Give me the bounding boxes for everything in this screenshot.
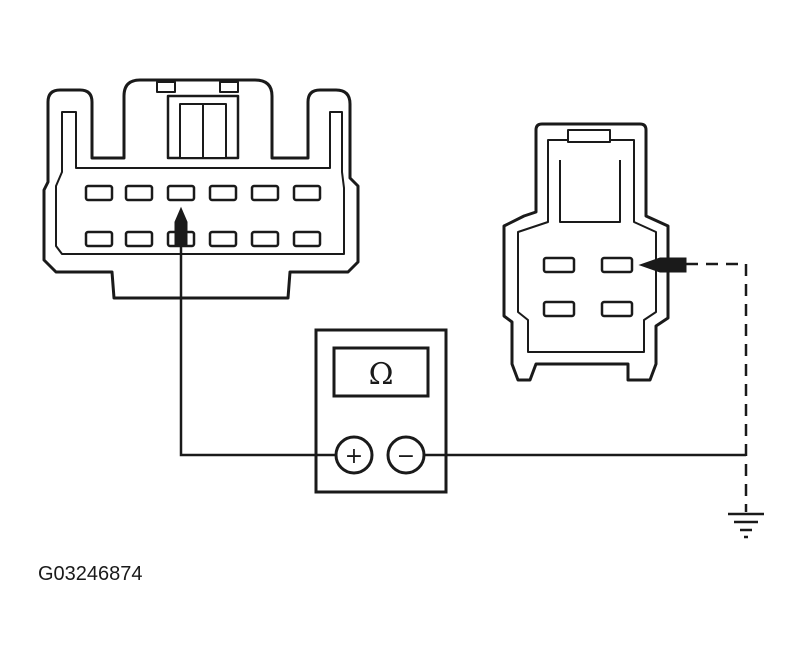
dashed-jumper-lead — [686, 262, 748, 512]
right-connector-latch-slot — [567, 129, 611, 143]
left-connector-latch-slot-2 — [219, 81, 239, 93]
right-connector-inner-outline — [517, 139, 657, 353]
ohmmeter-plus-label: + — [345, 444, 363, 469]
probe-tip-icon — [638, 257, 687, 273]
pin — [166, 184, 196, 202]
pin — [600, 300, 634, 318]
figure-id: G03246874 — [38, 563, 143, 585]
test-leads — [179, 244, 748, 512]
left-connector-inner-outline — [55, 111, 345, 255]
left-connector — [42, 78, 360, 300]
pin — [124, 230, 154, 248]
ohmmeter: Ω + − — [314, 328, 448, 494]
pin — [292, 184, 322, 202]
right-connector — [502, 122, 670, 382]
ohmmeter-display — [332, 346, 430, 398]
pin — [600, 256, 634, 274]
pin — [124, 184, 154, 202]
pin — [84, 230, 114, 248]
left-connector-housing — [42, 78, 360, 300]
ohmmeter-display-symbol: Ω — [369, 357, 394, 392]
probe-tip-icon — [174, 206, 188, 247]
pin — [84, 184, 114, 202]
right-connector-pins — [542, 256, 634, 318]
probe-tips — [174, 206, 687, 273]
pin — [292, 230, 322, 248]
pin — [542, 256, 576, 274]
pin — [208, 184, 238, 202]
left-connector-pin-row-1 — [84, 184, 322, 202]
left-connector-latch-slot-1 — [156, 81, 176, 93]
pin — [542, 300, 576, 318]
pin — [208, 230, 238, 248]
ground-symbol-icon — [728, 512, 764, 539]
pin — [250, 230, 280, 248]
pin — [250, 184, 280, 202]
right-connector-key — [559, 160, 621, 223]
ohmmeter-minus-label: − — [397, 444, 415, 469]
positive-test-lead — [179, 244, 336, 457]
